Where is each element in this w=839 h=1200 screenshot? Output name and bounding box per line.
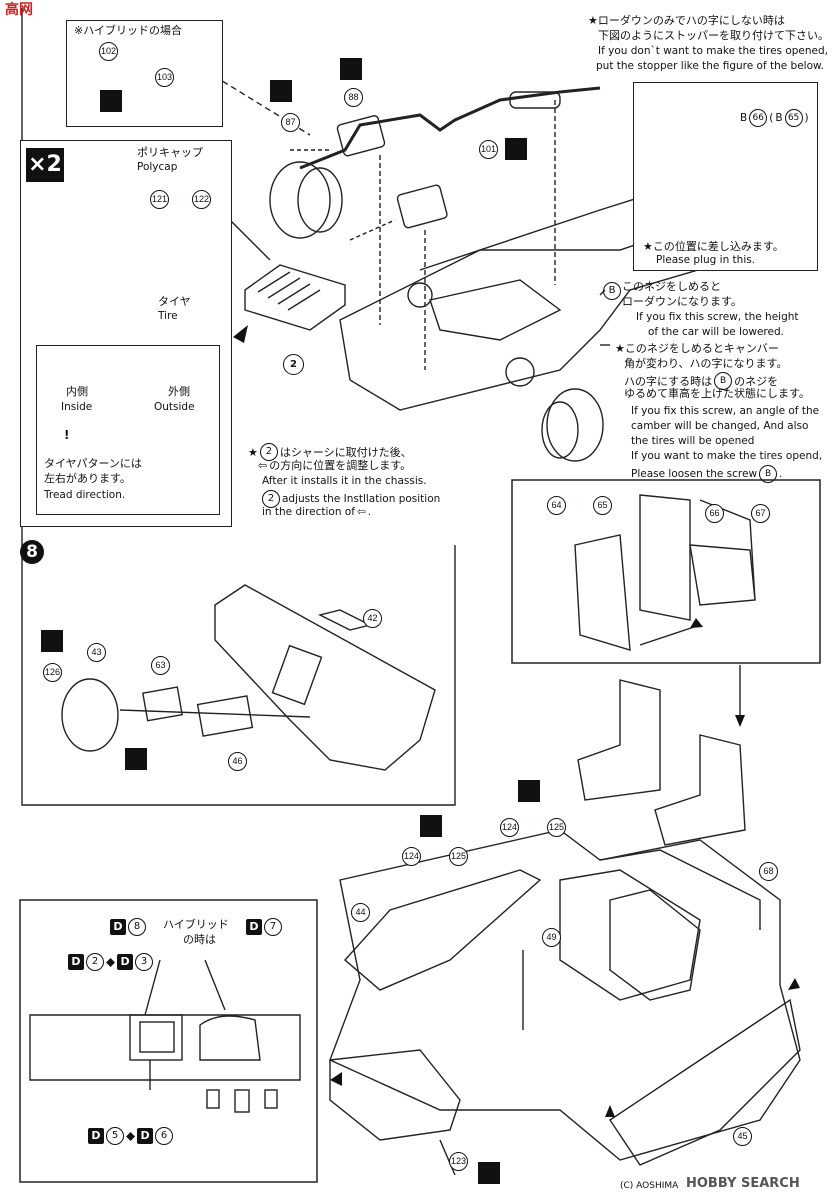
hobby-search-logo: HOBBY SEARCH <box>686 1176 800 1191</box>
hybrid-note-jp-1: ハイブリッド <box>163 918 229 931</box>
camber-note-jp-1: ★このネジをしめるとキャンバー <box>615 342 779 355</box>
glue-icon <box>518 780 540 802</box>
paint-mix-icon: ⬥ <box>106 954 116 970</box>
tread-note-en: Tread direction. <box>44 489 126 501</box>
part-124-callout: 124 <box>402 847 421 866</box>
b66-b65-callout: B 66 (B 65) <box>740 109 809 127</box>
part-45-callout: 45 <box>733 1127 752 1146</box>
arrow-left-icon: ⇦ <box>356 506 366 518</box>
part-125-callout: 125 <box>547 818 566 837</box>
part-65-callout: 65 <box>784 109 803 127</box>
part-2-callout: 2 <box>283 354 304 375</box>
stopper-detail-box <box>633 82 818 271</box>
part-123-callout: 123 <box>449 1152 468 1171</box>
watermark-logo: 高网 <box>5 2 33 18</box>
part-101-callout: 101 <box>479 140 498 159</box>
plug-note-en: Please plug in this. <box>656 254 756 266</box>
arrow-left-icon: ⇦ <box>258 459 268 472</box>
glue-icon <box>270 80 292 102</box>
part-121-callout: 121 <box>150 190 169 209</box>
part-43-callout: 43 <box>87 643 106 662</box>
screw-b-note-jp-2: ローダウンになります。 <box>622 295 742 308</box>
part-67-callout: 67 <box>751 504 770 523</box>
part-44-callout: 44 <box>351 903 370 922</box>
hybrid-note-jp-2: の時は <box>183 933 216 946</box>
glue-icon <box>478 1162 500 1184</box>
polycap-label-jp: ポリキャップ <box>137 146 203 159</box>
part-49-callout: 49 <box>542 928 561 947</box>
camber-note-en-2: camber will be changed, And also <box>631 420 809 432</box>
quantity-x2-badge: ×2 <box>26 148 64 182</box>
outside-label-en: Outside <box>154 401 195 413</box>
lowdown-note-jp-1: ★ローダウンのみでハの字にしない時は <box>588 14 785 27</box>
polycap-label-en: Polycap <box>137 161 178 173</box>
part-46-callout: 46 <box>228 752 247 771</box>
camber-note-jp-5: ゆるめて車高を上げた状態にします。 <box>624 387 810 400</box>
tread-note-jp-2: 左右があります。 <box>44 472 131 485</box>
glue-icon <box>125 748 147 770</box>
part-64-callout: 64 <box>547 496 566 515</box>
inside-label-jp: 内側 <box>66 385 88 398</box>
glue-icon <box>340 58 362 80</box>
part-66-callout: 66 <box>749 109 768 127</box>
chassis-note-en-3: in the direction of⇦. <box>262 506 372 518</box>
camber-note-en-3: the tires will be opened <box>631 435 755 447</box>
camber-note-en-4: If you want to make the tires opend, <box>631 450 823 462</box>
tread-direction-box <box>36 345 220 515</box>
tire-label-jp: タイヤ <box>158 295 191 308</box>
part-122-callout: 122 <box>192 190 211 209</box>
plug-note-jp: ★この位置に差し込みます。 <box>643 240 784 253</box>
part-125-callout: 125 <box>449 847 468 866</box>
lowdown-note-jp-2: 下図のようにストッパーを取り付けて下さい。 <box>598 29 829 42</box>
part-103-callout: 103 <box>155 68 174 87</box>
warning-icon: ! <box>64 428 70 442</box>
lowdown-note-en-2: put the stopper like the figure of the b… <box>596 60 824 72</box>
part-88-callout: 88 <box>344 88 363 107</box>
tire-label-en: Tire <box>158 310 178 322</box>
screw-b-note-jp-1: このネジをしめると <box>622 280 721 293</box>
hybrid-case-label: ※ハイブリッドの場合 <box>74 24 182 37</box>
copyright-label: (C) AOSHIMA <box>620 1181 679 1191</box>
camber-note-jp-2: 角が変わり、ハの字になります。 <box>624 357 788 370</box>
glue-icon <box>420 815 442 837</box>
part-126-callout: 126 <box>43 663 62 682</box>
part-65-callout: 65 <box>593 496 612 515</box>
part-42-callout: 42 <box>363 609 382 628</box>
screw-b-note-en-1: If you fix this screw, the height <box>636 311 799 323</box>
tread-note-jp-1: タイヤパターンには <box>44 457 142 470</box>
part-63-callout: 63 <box>151 656 170 675</box>
glue-icon <box>41 630 63 652</box>
chassis-note-jp-2: ⇦の方向に位置を調整します。 <box>258 459 412 472</box>
part-87-callout: 87 <box>281 113 300 132</box>
step-8-badge: 8 <box>20 540 44 564</box>
screw-b-note-en-2: of the car will be lowered. <box>648 326 784 338</box>
part-124-callout: 124 <box>500 818 519 837</box>
lowdown-note-en-1: If you don`t want to make the tires open… <box>598 45 829 57</box>
paint-mix-icon: ⬥ <box>126 1128 136 1144</box>
screw-b-marker: B <box>603 278 621 300</box>
part-66-callout: 66 <box>705 504 724 523</box>
part-68-callout: 68 <box>759 862 778 881</box>
camber-note-en-1: If you fix this screw, an angle of the <box>631 405 820 417</box>
hybrid-inset-box <box>66 20 223 127</box>
b-label: B <box>740 111 748 124</box>
inside-label-en: Inside <box>61 401 93 413</box>
chassis-note-en-1: After it installs it in the chassis. <box>262 475 427 487</box>
glue-icon <box>100 90 122 112</box>
outside-label-jp: 外側 <box>168 385 190 398</box>
part-102-callout: 102 <box>99 42 118 61</box>
glue-icon <box>505 138 527 160</box>
